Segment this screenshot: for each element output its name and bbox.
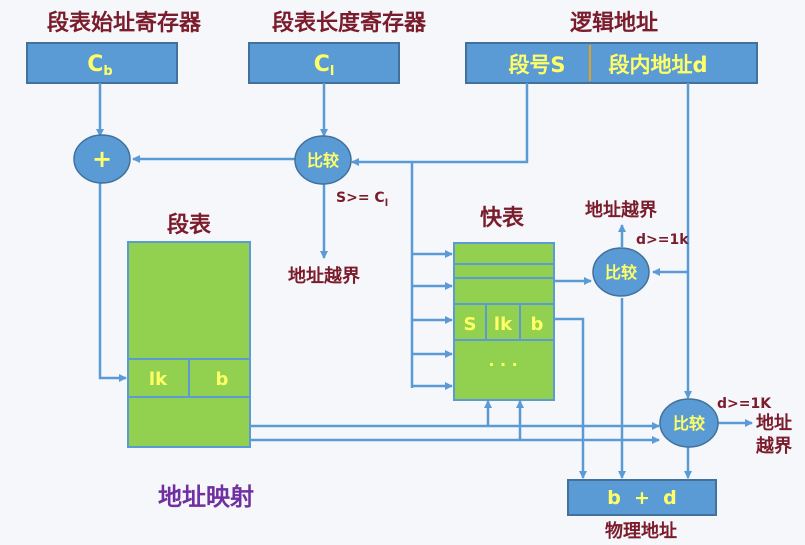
condition-d-ge-1k-right: d>=1K xyxy=(717,396,772,412)
address-overflow-label-2: 地址越界 xyxy=(585,199,657,221)
address-overflow-label-1: 地址越界 xyxy=(288,265,360,287)
segment-table-b: b xyxy=(216,369,229,390)
logical-address-box xyxy=(465,42,758,84)
address-overflow-label-3b: 越界 xyxy=(755,435,792,457)
fast-table-b: b xyxy=(531,314,544,335)
segment-length-register-title: 段表长度寄存器 xyxy=(272,10,427,36)
physical-address-expression: b + d xyxy=(607,487,677,509)
adder-node xyxy=(73,134,131,184)
segment-number-field: 段号S xyxy=(508,53,565,77)
segment-base-register-title: 段表始址寄存器 xyxy=(47,10,202,36)
cl-register-box xyxy=(248,42,400,84)
segment-offset-field: 段内地址d xyxy=(608,53,707,77)
address-overflow-label-3a: 地址 xyxy=(756,412,792,434)
compare-node-offset xyxy=(659,398,719,448)
adder-symbol: + xyxy=(92,145,112,173)
compare-node-length xyxy=(294,135,352,185)
fast-table-box xyxy=(453,242,555,401)
compare-label-length: 比较 xyxy=(307,151,339,170)
address-mapping-label: 地址映射 xyxy=(158,482,254,511)
compare-label-offset: 比较 xyxy=(673,414,705,433)
segment-table-title: 段表 xyxy=(167,212,212,238)
fast-table-dots: · · · xyxy=(488,355,517,374)
logical-address-title: 逻辑地址 xyxy=(570,10,658,36)
fast-table-title: 快表 xyxy=(480,206,525,231)
condition-s-ge-cl: S>= Cl xyxy=(336,190,388,209)
physical-address-label: 物理地址 xyxy=(605,520,677,542)
cb-register-box xyxy=(26,42,178,84)
compare-node-fast-table xyxy=(592,247,650,297)
segment-table-lk: lk xyxy=(149,369,168,390)
condition-d-ge-1k-top: d>=1k xyxy=(636,232,689,248)
cb-register-label: Cb xyxy=(87,52,112,79)
physical-address-box xyxy=(567,479,717,516)
segment-table-box xyxy=(127,241,251,448)
compare-label-fast-table: 比较 xyxy=(605,263,637,282)
fast-table-s: S xyxy=(464,314,477,335)
fast-table-lk: lk xyxy=(494,314,513,335)
cl-register-label: Cl xyxy=(314,52,335,79)
